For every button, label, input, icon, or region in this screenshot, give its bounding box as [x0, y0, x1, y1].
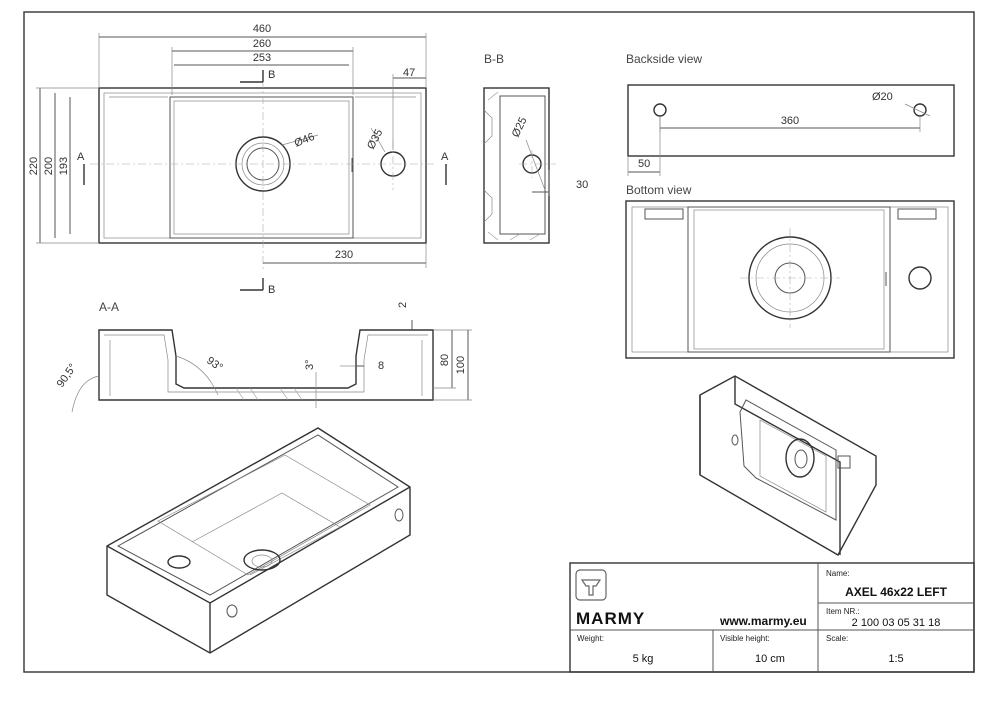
dim-aa-93: 93°	[204, 355, 225, 374]
section-aa-label: A-A	[99, 300, 119, 314]
backside-view: Backside view 360 Ø20 50	[626, 52, 955, 176]
dim-253: 253	[253, 52, 271, 64]
dim-aa-3: 3°	[304, 359, 316, 370]
backside-view-label: Backside view	[626, 52, 702, 66]
brand-name: MARMY	[576, 609, 645, 628]
dim-back-50: 50	[638, 158, 650, 170]
dim-bb-30: 30	[576, 179, 588, 191]
dim-aa-80: 80	[439, 354, 451, 366]
section-aa-view: A-A 2 80 100 93° 90,5° 3° 8	[55, 300, 472, 413]
name-label: Name:	[826, 569, 850, 578]
isometric-view-back	[699, 375, 877, 556]
item-number: 2 100 03 05 31 18	[852, 617, 941, 629]
dim-47: 47	[403, 67, 415, 79]
dim-aa-100: 100	[455, 356, 467, 374]
dim-193: 193	[58, 157, 70, 175]
cut-b-top: B	[268, 69, 275, 81]
scale-value: 1:5	[888, 653, 903, 665]
dim-220: 220	[28, 157, 40, 175]
cut-a-right: A	[441, 151, 449, 163]
scale-label: Scale:	[826, 634, 848, 643]
cut-b-bottom: B	[268, 284, 275, 296]
dim-460: 460	[253, 23, 271, 35]
visible-height-label: Visible height:	[720, 634, 770, 643]
isometric-view-front	[106, 427, 411, 654]
item-label: Item NR.:	[826, 607, 860, 616]
dim-aa-2: 2	[397, 302, 409, 308]
section-bb-view: B-B Ø25 30	[483, 52, 588, 244]
weight-value: 5 kg	[633, 653, 654, 665]
iso-tap-hole	[167, 555, 191, 569]
dim-260: 260	[253, 38, 271, 50]
bottom-view-label: Bottom view	[626, 183, 692, 197]
dim-230: 230	[335, 249, 353, 261]
website: www.marmy.eu	[719, 614, 807, 628]
top-view: 460 260 253 B B A A 220 200 193 Ø46 Ø35	[28, 23, 449, 296]
title-block: MARMY www.marmy.eu Name: AXEL 46x22 LEFT…	[569, 562, 975, 673]
dim-aa-905: 90,5°	[55, 362, 80, 390]
dim-back-d20: Ø20	[872, 91, 893, 103]
dim-d46: Ø46	[293, 131, 317, 150]
sheet-frame	[23, 11, 975, 673]
bottom-view: Bottom view	[625, 183, 955, 359]
dim-200: 200	[43, 157, 55, 175]
dim-back-360: 360	[781, 115, 799, 127]
iso-drain	[243, 549, 281, 571]
section-bb-label: B-B	[484, 52, 504, 66]
cut-a-left: A	[77, 151, 85, 163]
dim-bb-d25: Ø25	[510, 115, 530, 139]
weight-label: Weight:	[577, 634, 604, 643]
dim-aa-8: 8	[378, 360, 384, 372]
marmy-logo-icon	[575, 569, 607, 601]
visible-height-value: 10 cm	[755, 653, 785, 665]
product-name: AXEL 46x22 LEFT	[845, 585, 947, 599]
